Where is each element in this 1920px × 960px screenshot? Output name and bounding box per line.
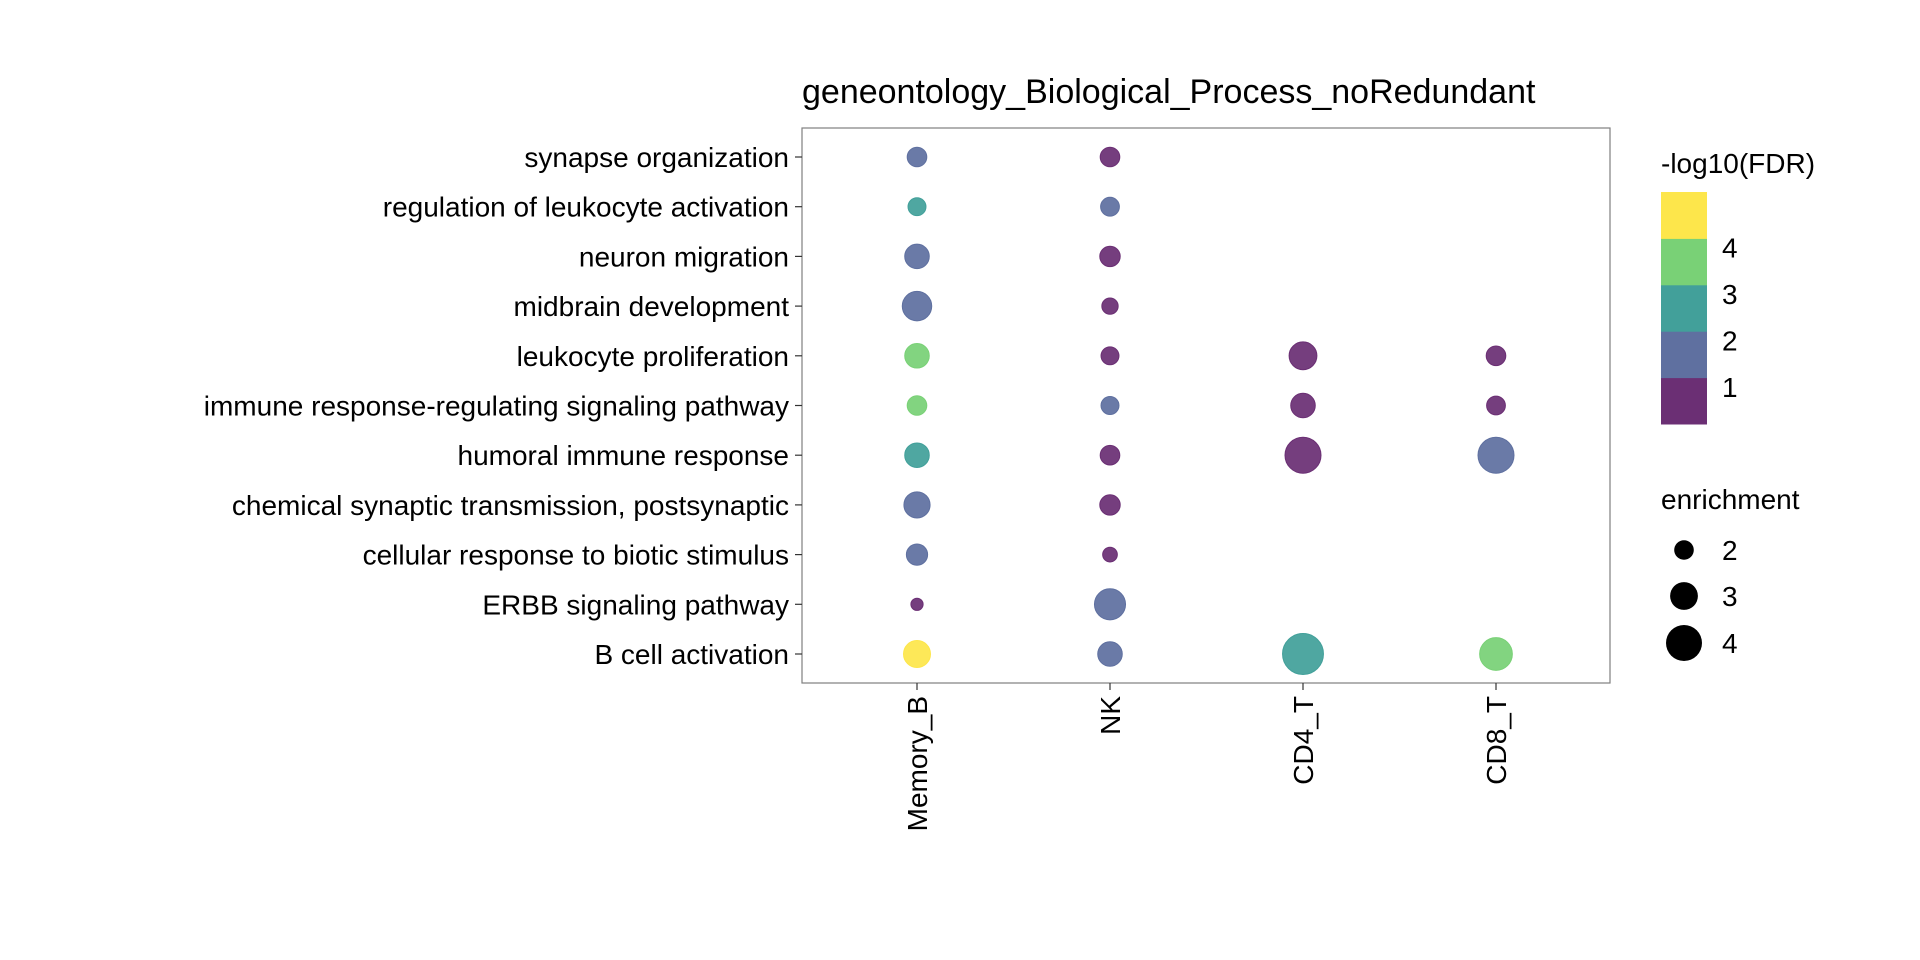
- y-tick-label: cellular response to biotic stimulus: [363, 540, 789, 571]
- color-legend-swatch: [1661, 331, 1707, 379]
- data-point: [1097, 641, 1123, 667]
- data-points: [901, 146, 1515, 675]
- size-legend-title: enrichment: [1661, 484, 1800, 515]
- data-point: [906, 395, 928, 416]
- data-point: [1100, 346, 1120, 366]
- chart-title: geneontology_Biological_Process_noRedund…: [802, 73, 1536, 111]
- size-legend-label: 4: [1722, 628, 1738, 659]
- data-point: [1477, 436, 1515, 474]
- data-point: [904, 442, 930, 468]
- data-point: [1282, 633, 1324, 675]
- data-point: [1099, 444, 1121, 466]
- data-point: [1100, 196, 1120, 217]
- data-point: [904, 243, 930, 270]
- data-point: [1288, 341, 1318, 371]
- data-point: [903, 640, 931, 668]
- data-point: [907, 197, 927, 217]
- color-legend-label: 4: [1722, 233, 1738, 264]
- x-tick-label: CD8_T: [1481, 696, 1512, 785]
- y-tick-label: chemical synaptic transmission, postsyna…: [232, 490, 789, 521]
- y-tick-label: neuron migration: [579, 241, 789, 272]
- data-point: [1099, 146, 1121, 168]
- color-legend-swatch: [1661, 192, 1707, 239]
- y-tick-label: synapse organization: [524, 142, 789, 173]
- data-point: [1099, 245, 1121, 268]
- y-tick-label: immune response-regulating signaling pat…: [204, 391, 789, 422]
- y-tick-label: B cell activation: [594, 639, 789, 670]
- data-point: [903, 491, 931, 519]
- data-point: [1102, 546, 1118, 563]
- data-point: [1093, 588, 1127, 621]
- x-tick-label: Memory_B: [902, 696, 933, 831]
- y-tick-label: midbrain development: [514, 291, 790, 322]
- data-point: [1485, 345, 1507, 367]
- x-axis: Memory_B NK CD4_T CD8_T: [902, 683, 1512, 831]
- size-legend-key: [1674, 540, 1694, 560]
- color-legend: -log10(FDR) 1 2 3 4: [1661, 148, 1815, 425]
- data-point: [906, 146, 928, 168]
- color-legend-label: 3: [1722, 279, 1738, 310]
- color-legend-swatch: [1661, 284, 1707, 332]
- size-legend-key: [1666, 625, 1702, 661]
- y-tick-label: humoral immune response: [458, 440, 790, 471]
- data-point: [901, 290, 933, 322]
- color-legend-label: 2: [1722, 325, 1738, 356]
- y-tick-label: leukocyte proliferation: [517, 341, 789, 372]
- data-point: [904, 343, 930, 369]
- data-point: [1486, 395, 1506, 416]
- data-point: [905, 543, 929, 566]
- data-point: [1479, 637, 1513, 671]
- data-point: [1101, 297, 1119, 315]
- data-point: [910, 597, 924, 611]
- size-legend: enrichment 2 3 4: [1661, 484, 1800, 661]
- y-tick-label: ERBB signaling pathway: [482, 589, 789, 620]
- size-legend-key: [1670, 582, 1698, 610]
- data-point: [1100, 396, 1120, 415]
- color-legend-swatch: [1661, 377, 1707, 425]
- size-legend-label: 3: [1722, 581, 1738, 612]
- y-axis: synapse organization regulation of leukoc…: [204, 142, 802, 670]
- color-legend-swatch: [1661, 238, 1707, 286]
- data-point: [1290, 392, 1316, 419]
- y-tick-label: regulation of leukocyte activation: [383, 192, 789, 223]
- size-legend-label: 2: [1722, 535, 1738, 566]
- data-point: [1284, 436, 1322, 474]
- x-tick-label: NK: [1095, 696, 1126, 735]
- color-legend-label: 1: [1722, 372, 1738, 403]
- color-legend-title: -log10(FDR): [1661, 148, 1815, 179]
- data-point: [1099, 494, 1121, 516]
- x-tick-label: CD4_T: [1288, 696, 1319, 785]
